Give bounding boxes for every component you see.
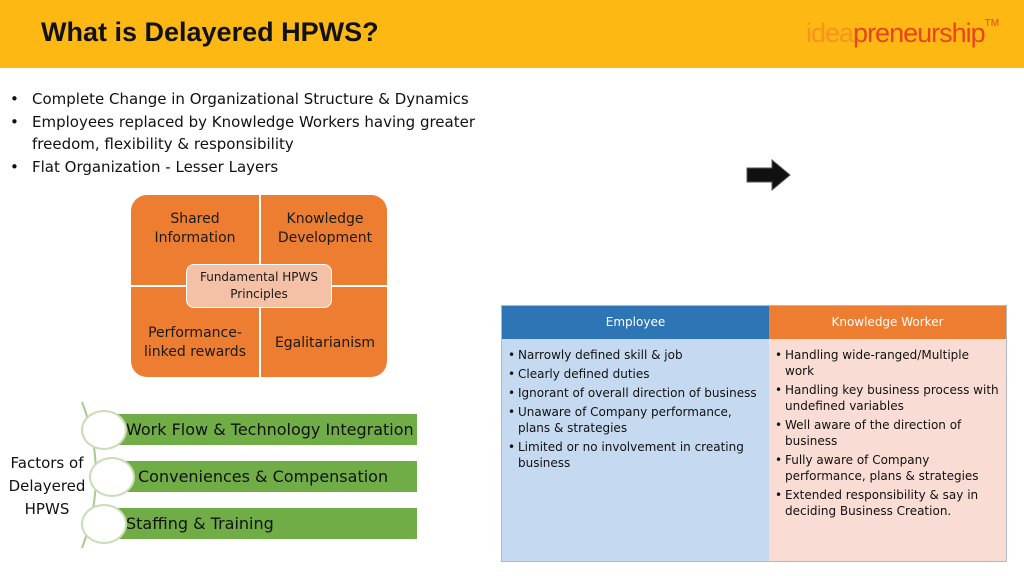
- bullet-marker: •: [10, 113, 19, 131]
- bullet-item: • Employees replaced by Knowledge Workers…: [10, 111, 510, 155]
- principle-performance-linked-rewards: Performance-linked rewards: [144, 325, 246, 360]
- logo-part-idea: idea: [806, 18, 854, 48]
- principle-egalitarianism: Egalitarianism: [274, 335, 376, 351]
- list-item: Clearly defined duties: [508, 366, 763, 382]
- factor-circle: [89, 457, 135, 497]
- list-item: Extended responsibility & say in decidin…: [775, 487, 1000, 519]
- bullet-text: Employees replaced by Knowledge Workers …: [32, 113, 475, 153]
- principle-knowledge-development: Knowledge Development: [277, 211, 373, 246]
- bullet-item: • Complete Change in Organizational Struc…: [10, 88, 510, 110]
- right-arrow-icon: [746, 158, 791, 192]
- principles-matrix: Shared Information Knowledge Development…: [131, 195, 387, 377]
- logo-part-preneurship: preneurship: [853, 18, 986, 48]
- list-item: Unaware of Company performance, plans & …: [508, 404, 763, 436]
- knowledge-worker-column: Knowledge Worker Handling wide-ranged/Mu…: [769, 306, 1006, 561]
- bullet-text: Complete Change in Organizational Struct…: [32, 90, 469, 108]
- factor-circle: [81, 504, 127, 544]
- bullet-item: • Flat Organization - Lesser Layers: [10, 156, 510, 178]
- intro-bullet-list: • Complete Change in Organizational Struc…: [10, 88, 510, 179]
- brand-logo: ideapreneurshipTM: [806, 18, 999, 49]
- factor-circle: [81, 410, 127, 450]
- factor-bar: Work Flow & Technology Integration: [112, 414, 417, 445]
- list-item: Handling wide-ranged/Multiple work: [775, 347, 1000, 379]
- factor-bar: Staffing & Training: [112, 508, 417, 539]
- comparison-table: Employee Narrowly defined skill & job Cl…: [501, 305, 1007, 562]
- slide-title: What is Delayered HPWS?: [41, 17, 379, 47]
- knowledge-worker-list: Handling wide-ranged/Multiple work Handl…: [769, 339, 1006, 519]
- list-item: Limited or no involvement in creating bu…: [508, 439, 763, 471]
- logo-trademark: TM: [984, 18, 1000, 29]
- employee-list: Narrowly defined skill & job Clearly def…: [502, 339, 769, 471]
- list-item: Fully aware of Company performance, plan…: [775, 452, 1000, 484]
- list-item: Narrowly defined skill & job: [508, 347, 763, 363]
- employee-header: Employee: [502, 306, 769, 339]
- title-bar: What is Delayered HPWS? ideapreneurshipT…: [0, 0, 1024, 68]
- list-item: Well aware of the direction of business: [775, 417, 1000, 449]
- factor-bar: Conveniences & Compensation: [126, 461, 417, 492]
- list-item: Ignorant of overall direction of busines…: [508, 385, 763, 401]
- knowledge-worker-header: Knowledge Worker: [769, 306, 1006, 339]
- factors-label: Factors of Delayered HPWS: [8, 454, 86, 518]
- bullet-marker: •: [10, 158, 19, 176]
- bullet-marker: •: [10, 90, 19, 108]
- principles-center-label: Fundamental HPWS Principles: [186, 264, 332, 308]
- bullet-text: Flat Organization - Lesser Layers: [32, 158, 279, 176]
- employee-column: Employee Narrowly defined skill & job Cl…: [502, 306, 769, 561]
- list-item: Handling key business process with undef…: [775, 382, 1000, 414]
- principle-shared-information: Shared Information: [154, 211, 236, 246]
